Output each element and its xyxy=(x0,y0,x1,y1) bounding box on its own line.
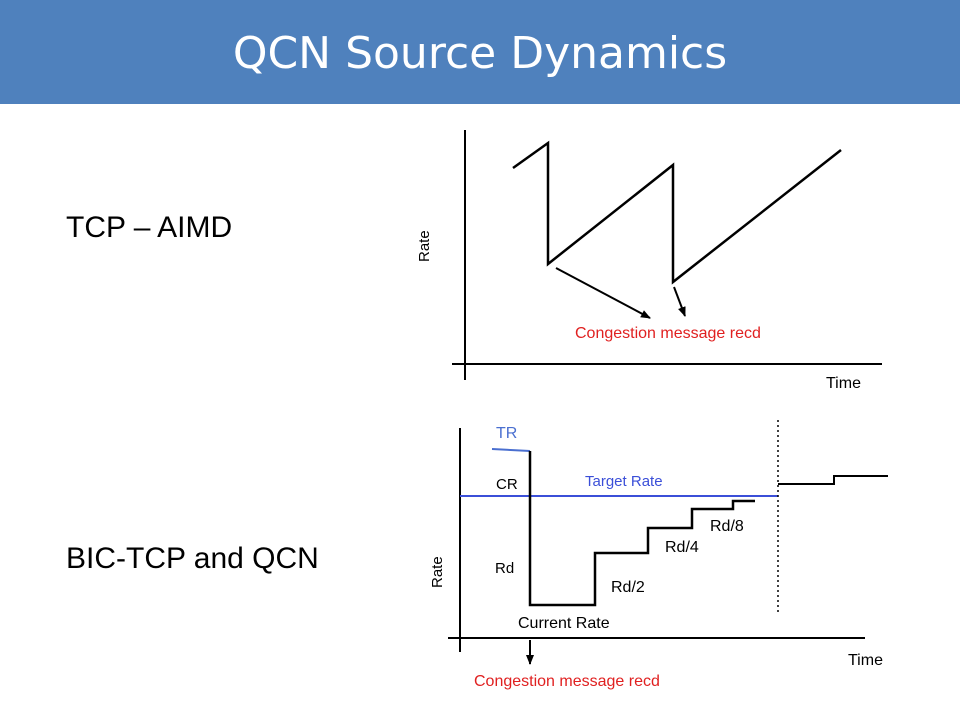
rd-quarter-label: Rd/4 xyxy=(665,539,699,556)
bic-qcn-diagram: Rate Time TR CR Target Rate Rd Rd/2 Rd/4… xyxy=(429,420,888,690)
top-arrow-2 xyxy=(673,286,686,317)
tcp-aimd-diagram: Rate Time Congestion message recd xyxy=(416,130,882,392)
bottom-x-label: Time xyxy=(848,652,883,669)
current-rate-label: Current Rate xyxy=(518,615,610,632)
aimd-sawtooth-line xyxy=(512,140,842,285)
post-separator-rate-line xyxy=(778,475,888,485)
rd-label: Rd xyxy=(495,560,514,577)
current-rate-curve xyxy=(528,451,755,607)
top-x-label: Time xyxy=(826,375,861,392)
cr-label: CR xyxy=(496,476,518,493)
rd-half-label: Rd/2 xyxy=(611,579,645,596)
bottom-congestion-annotation: Congestion message recd xyxy=(474,673,660,690)
tcp-aimd-label: TCP – AIMD xyxy=(66,211,233,244)
top-y-label: Rate xyxy=(416,230,433,262)
bic-tcp-qcn-label: BIC-TCP and QCN xyxy=(66,542,319,575)
bottom-y-label: Rate xyxy=(429,556,446,588)
title-bar xyxy=(0,0,960,104)
top-congestion-annotation: Congestion message recd xyxy=(575,325,761,342)
tr-label: TR xyxy=(496,425,517,442)
slide-title: QCN Source Dynamics xyxy=(232,28,728,79)
top-arrow-1 xyxy=(555,267,651,319)
target-rate-label: Target Rate xyxy=(585,473,663,490)
tr-segment xyxy=(491,448,531,452)
rd-eighth-label: Rd/8 xyxy=(710,518,744,535)
